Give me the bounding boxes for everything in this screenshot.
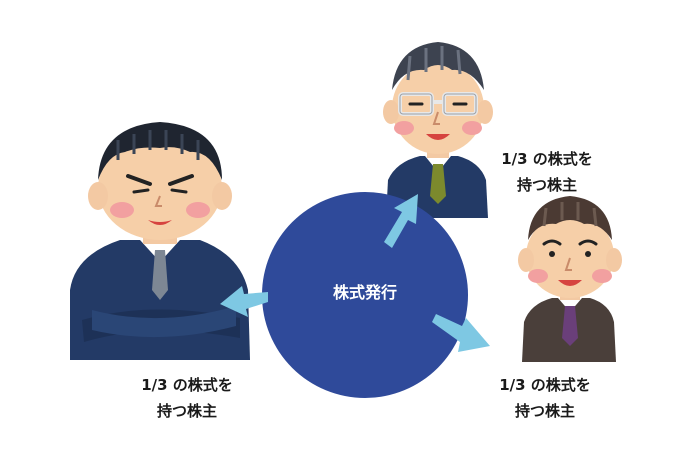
top-right-label-line1: 1/3 の株式を [501,150,593,168]
shareholder-bottom-right-illustration [518,196,622,362]
stock-issuance-circle [262,192,468,398]
top-right-shareholder-label: 1/3 の株式を 持つ株主 [472,146,622,198]
arrows [220,194,490,352]
arrow-to-bottom-right-shareholder [432,314,490,352]
bottom-right-shareholder-label: 1/3 の株式を 持つ株主 [470,372,620,424]
bottom-right-label-line2: 持つ株主 [514,402,575,420]
left-label-line2: 持つ株主 [156,402,217,420]
shareholder-left-illustration [70,122,250,360]
shareholder-top-right-illustration [383,42,493,218]
left-label-line1: 1/3 の株式を [141,376,233,394]
arrow-to-left-shareholder [220,286,268,317]
center-label: 株式発行 [332,283,397,302]
bottom-right-label-line1: 1/3 の株式を [499,376,591,394]
arrow-to-top-right-shareholder [384,194,418,248]
left-shareholder-label: 1/3 の株式を 持つ株主 [112,372,262,424]
top-right-label-line2: 持つ株主 [516,176,577,194]
